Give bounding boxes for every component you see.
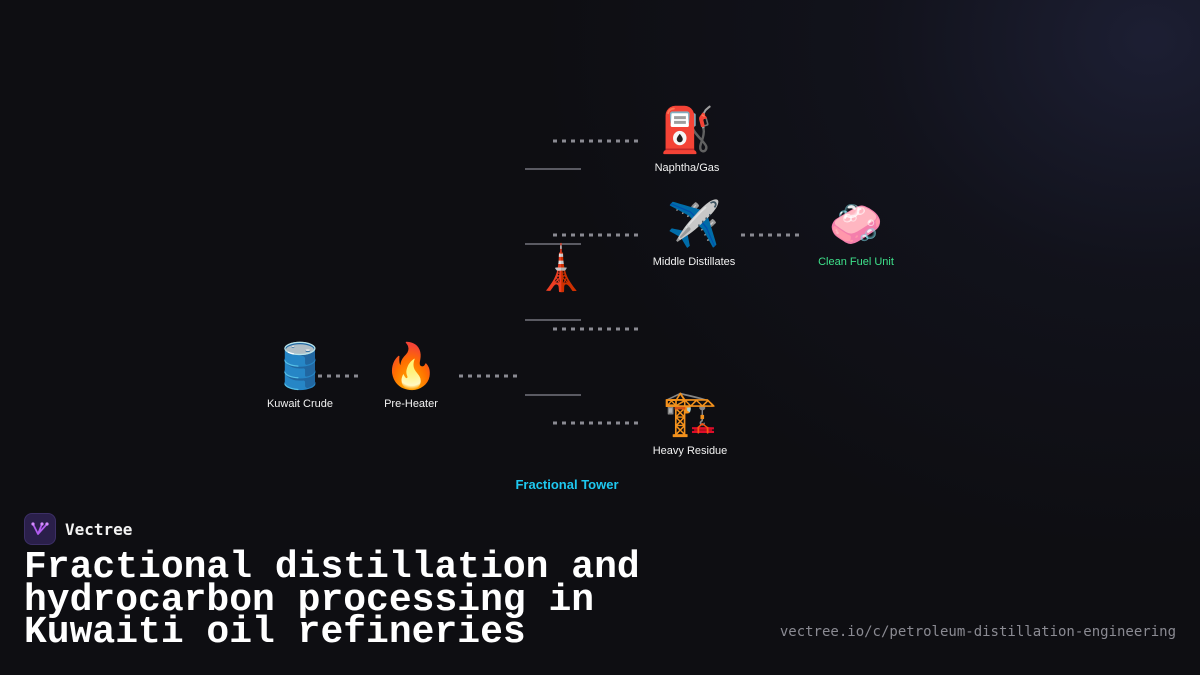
- node-label: Heavy Residue: [652, 445, 728, 457]
- airplane-icon: ✈️: [666, 199, 722, 250]
- fractional-tower-label: Fractional Tower: [515, 477, 619, 492]
- node-middle-distillates: ✈️ Middle Distillates: [624, 199, 764, 269]
- oil-drum-icon: 🛢️: [272, 341, 328, 392]
- node-label: Naphtha/Gas: [654, 162, 720, 174]
- tower-icon: 🗼: [533, 243, 589, 294]
- vectree-logo-icon: [24, 513, 56, 545]
- flow-connectors: [318, 139, 803, 425]
- node-heavy-residue: 🏗️ Heavy Residue: [620, 388, 760, 458]
- node-label: Clean Fuel Unit: [818, 256, 894, 268]
- node-kuwait-crude: 🛢️ Kuwait Crude: [230, 341, 370, 411]
- brand: Vectree: [24, 512, 132, 546]
- node-label: Kuwait Crude: [266, 398, 334, 410]
- node-label: Pre-Heater: [384, 398, 438, 410]
- page-title: Fractional distillation and hydrocarbon …: [24, 546, 640, 654]
- node-label: Middle Distillates: [652, 256, 736, 268]
- node-fractional-tower: 🗼: [491, 244, 631, 294]
- brand-name: Vectree: [65, 519, 133, 539]
- tower-trays: [525, 168, 581, 396]
- source-url[interactable]: vectree.io/c/petroleum-distillation-engi…: [779, 624, 1176, 640]
- construction-crane-icon: 🏗️: [662, 388, 718, 439]
- fire-icon: 🔥: [383, 341, 439, 392]
- node-naphtha-gas: ⛽ Naphtha/Gas: [617, 105, 757, 175]
- node-clean-fuel-unit: 🧼 Clean Fuel Unit: [786, 199, 926, 269]
- soap-icon: 🧼: [828, 199, 884, 250]
- fuel-pump-icon: ⛽: [659, 105, 715, 156]
- node-pre-heater: 🔥 Pre-Heater: [341, 341, 481, 411]
